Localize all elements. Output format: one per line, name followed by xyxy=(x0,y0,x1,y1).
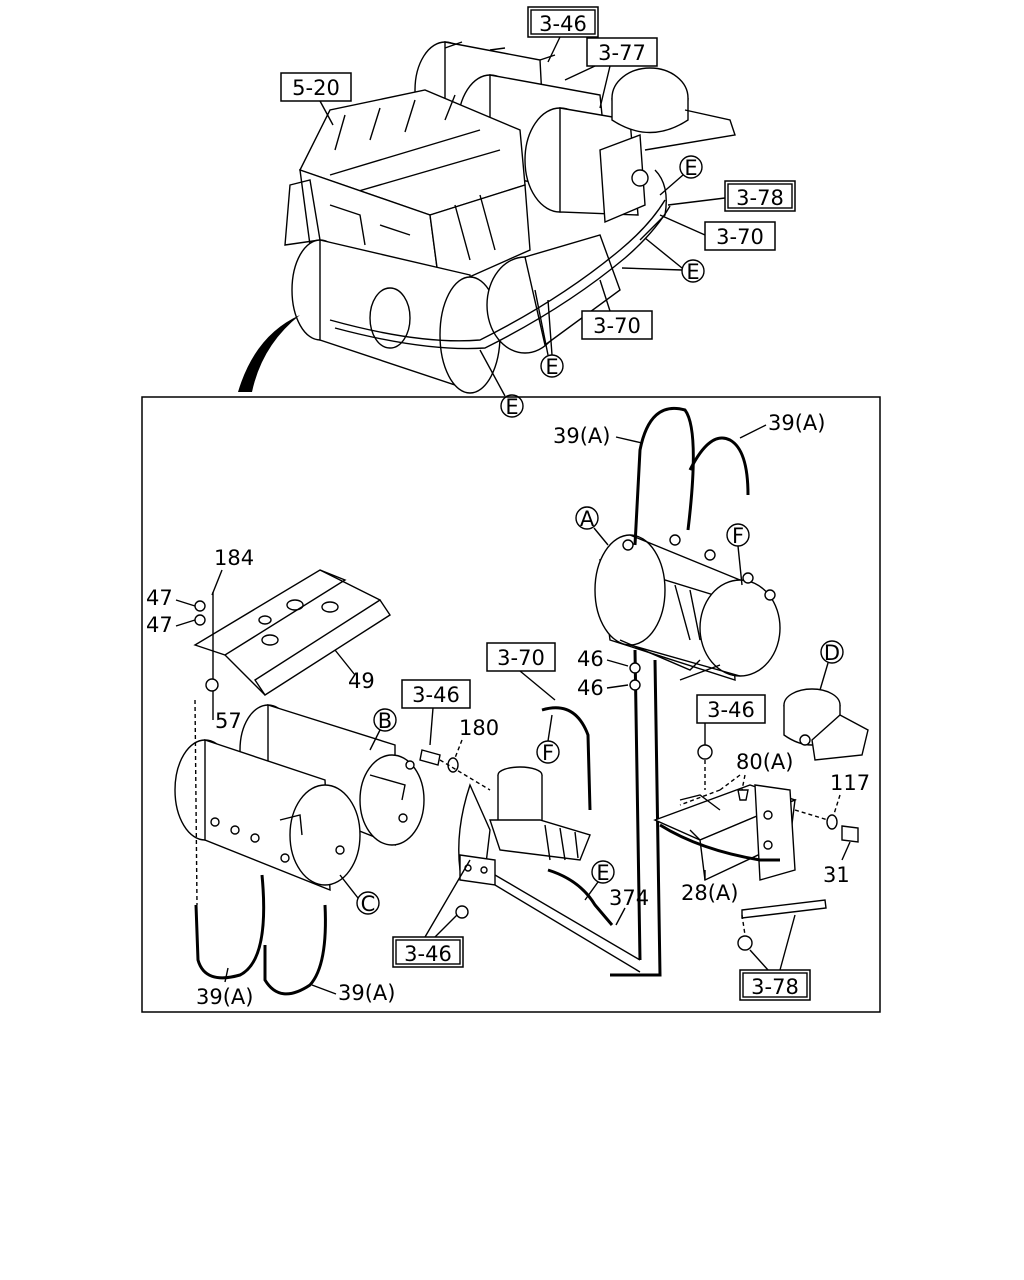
ref-box-label: 3-46 xyxy=(707,698,755,722)
ref-box-3-70-detail[interactable]: 3-70 xyxy=(486,642,556,672)
ref-box-label: 3-70 xyxy=(497,646,545,670)
callout-d: D xyxy=(820,640,844,665)
ref-box-label: 3-77 xyxy=(598,41,646,65)
part-28a-label: 28(A) xyxy=(681,881,738,905)
callout-e-3: E xyxy=(540,354,564,379)
part-180-label: 180 xyxy=(459,716,499,740)
part-39a-label-4: 39(A) xyxy=(338,981,395,1005)
callout-a: A xyxy=(575,506,599,531)
ref-box-3-77[interactable]: 3-77 xyxy=(586,37,658,67)
ref-box-label: 3-46 xyxy=(539,12,587,36)
part-57-label: 57 xyxy=(215,709,242,733)
svg-text:A: A xyxy=(580,507,595,531)
callout-c: C xyxy=(356,891,380,916)
ref-box-3-46-left[interactable]: 3-46 xyxy=(401,679,471,709)
ref-box-label: 3-78 xyxy=(736,186,784,210)
ref-box-3-46-right[interactable]: 3-46 xyxy=(696,694,766,724)
ref-box-label: 3-70 xyxy=(593,314,641,338)
callout-b: B xyxy=(373,708,397,733)
ref-box-3-46-top[interactable]: 3-46 xyxy=(527,6,599,38)
part-374-label: 374 xyxy=(609,886,649,910)
svg-text:D: D xyxy=(824,641,840,665)
ref-box-3-78-top[interactable]: 3-78 xyxy=(724,180,796,212)
pointer-arrow xyxy=(238,315,300,392)
part-46-label-2: 46 xyxy=(577,676,604,700)
ref-box-label: 3-46 xyxy=(404,942,452,966)
svg-text:C: C xyxy=(361,892,376,916)
ref-box-label: 3-46 xyxy=(412,683,460,707)
ref-box-3-70-lower[interactable]: 3-70 xyxy=(581,310,653,340)
part-39a-label-2: 39(A) xyxy=(768,411,825,435)
part-117-label: 117 xyxy=(830,771,870,795)
svg-text:E: E xyxy=(545,355,558,379)
ref-box-label: 5-20 xyxy=(292,76,340,100)
ref-box-label: 3-78 xyxy=(751,975,799,999)
air-dryer-assembly xyxy=(458,766,591,886)
part-39a-label-1: 39(A) xyxy=(553,424,610,448)
svg-text:F: F xyxy=(732,524,744,548)
callout-f-lower: F xyxy=(536,740,560,765)
part-80a-label: 80(A) xyxy=(736,750,793,774)
svg-text:E: E xyxy=(686,260,699,284)
part-184-label: 184 xyxy=(214,546,254,570)
callout-e-2: E xyxy=(681,259,705,284)
protection-valve-bracket xyxy=(653,784,797,882)
svg-text:E: E xyxy=(596,861,609,885)
overview-assembly xyxy=(238,41,736,394)
mounting-bracket-49 xyxy=(193,569,391,696)
callout-e-4: E xyxy=(500,394,524,419)
ref-box-5-20[interactable]: 5-20 xyxy=(280,72,352,102)
svg-text:F: F xyxy=(542,741,554,765)
ref-box-3-46-bottom[interactable]: 3-46 xyxy=(392,936,464,968)
svg-text:E: E xyxy=(684,156,697,180)
part-46-label-1: 46 xyxy=(577,647,604,671)
callout-f-upper: F xyxy=(726,523,750,548)
ref-box-3-78-bottom[interactable]: 3-78 xyxy=(739,969,811,1001)
callout-e-1: E xyxy=(679,155,703,180)
air-tank-c xyxy=(174,739,361,892)
svg-text:E: E xyxy=(505,395,518,419)
part-39a-label-3: 39(A) xyxy=(196,985,253,1009)
ref-box-label: 3-70 xyxy=(716,225,764,249)
ref-box-3-70-right[interactable]: 3-70 xyxy=(704,221,776,251)
svg-text:B: B xyxy=(378,709,392,733)
callout-e-detail: E xyxy=(591,860,615,885)
part-47-label-2: 47 xyxy=(146,613,173,637)
part-31-label: 31 xyxy=(823,863,850,887)
pressure-governor-d xyxy=(783,688,869,761)
part-47-label-1: 47 xyxy=(146,586,173,610)
detail-frame xyxy=(141,396,881,1013)
air-tank-a xyxy=(594,534,781,681)
air-tank-b xyxy=(239,704,425,847)
part-49-label: 49 xyxy=(348,669,375,693)
